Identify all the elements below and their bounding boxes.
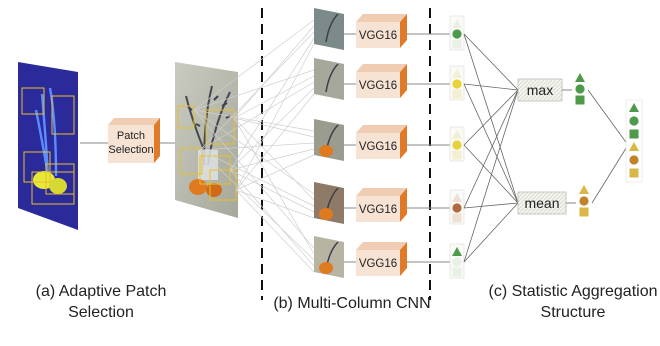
caption-a-line2: Selection <box>68 304 134 321</box>
fan-line <box>229 87 315 171</box>
max-square-icon <box>575 95 585 105</box>
final-square-icon <box>629 129 639 139</box>
aggregation-line <box>463 83 519 91</box>
vgg16-label: VGG16 <box>359 30 397 42</box>
fan-line <box>233 25 315 119</box>
feature-circle-icon <box>452 203 462 213</box>
caption-c-line2: Structure <box>540 304 606 321</box>
vgg16-label: VGG16 <box>359 204 397 216</box>
mean-label: mean <box>524 195 559 211</box>
feature-triangle-icon <box>452 193 462 202</box>
fan-line <box>193 109 315 132</box>
aggregation-line <box>463 89 519 146</box>
patch-fruit <box>319 145 333 157</box>
caption-a-line1: (a) Adaptive Patch <box>35 283 167 300</box>
vgg16-box: VGG16 <box>356 125 407 159</box>
vgg16-box: VGG16 <box>356 242 407 276</box>
final-circle-icon <box>629 116 639 126</box>
feature-square-icon <box>452 39 462 49</box>
feature-triangle-icon <box>452 69 462 78</box>
saliency-map-thumbnail <box>18 62 78 230</box>
patch-detail <box>325 13 339 43</box>
patch-selection-box: Patch Selection <box>108 118 160 163</box>
caption-multi-column-cnn: (b) Multi-Column CNN <box>262 293 442 314</box>
final-circle-icon <box>629 155 639 165</box>
vgg16-box: VGG16 <box>356 64 407 98</box>
fan-line <box>199 142 315 151</box>
aggregation-line <box>463 33 519 204</box>
vgg16-label: VGG16 <box>359 258 397 270</box>
fan-line <box>199 149 315 261</box>
aggregated-features <box>562 73 643 217</box>
final-triangle-icon <box>629 103 639 112</box>
mean-box: mean <box>517 191 567 215</box>
feature-square-icon <box>452 267 462 277</box>
caption-c-line1: (c) Statistic Aggregation <box>488 283 658 300</box>
fan-line <box>199 31 315 151</box>
feature-circle-icon <box>452 257 462 267</box>
aggregation-line <box>463 89 519 209</box>
patch-detail <box>325 63 339 93</box>
fan-line <box>193 19 315 111</box>
vgg16-label: VGG16 <box>359 141 397 153</box>
feature-circle-icon <box>452 79 462 89</box>
max-box: max <box>517 78 563 102</box>
fan-line <box>193 109 315 249</box>
fan-line <box>235 189 315 273</box>
patch-selection-label-1: Patch <box>117 130 145 142</box>
fan-line <box>235 43 315 191</box>
feature-triangle-icon <box>452 19 462 28</box>
fan-line <box>229 148 315 171</box>
fan-line <box>233 75 315 119</box>
feature-triangle-icon <box>452 247 462 256</box>
feature-square-icon <box>452 89 462 99</box>
patch-fan-lines <box>193 19 315 273</box>
caption-adaptive-patch-selection: (a) Adaptive Patch Selection <box>6 281 196 323</box>
aggregation-line <box>463 83 519 204</box>
mean-triangle-icon <box>579 185 589 194</box>
patch-fruit <box>319 208 333 220</box>
feature-circle-icon <box>452 29 462 39</box>
fan-line <box>235 154 315 191</box>
mean-circle-icon <box>579 196 589 206</box>
patch-fruit <box>319 262 333 274</box>
aggregation-line <box>463 33 519 91</box>
max-triangle-icon <box>575 73 585 82</box>
concat-line <box>591 144 629 204</box>
vgg16-box: VGG16 <box>356 14 407 48</box>
feature-triangle-icon <box>452 130 462 139</box>
fan-line <box>199 149 315 207</box>
feature-square-icon <box>452 150 462 160</box>
final-square-icon <box>629 168 639 178</box>
max-label: max <box>527 82 553 98</box>
fan-line <box>229 37 315 171</box>
caption-statistic-aggregation: (c) Statistic Aggregation Structure <box>478 281 660 323</box>
fan-line <box>233 117 315 201</box>
fan-line <box>233 117 315 138</box>
fan-line <box>193 69 315 111</box>
aggregation-line <box>463 202 519 263</box>
fan-line <box>235 189 315 219</box>
aggregation-line <box>463 202 519 209</box>
aggregation-line <box>463 89 519 263</box>
vgg16-label: VGG16 <box>359 80 397 92</box>
fan-line <box>233 117 315 255</box>
fan-line <box>229 169 315 267</box>
final-triangle-icon <box>629 142 639 151</box>
aggregation-lines <box>463 33 519 263</box>
feature-square-icon <box>452 213 462 223</box>
feature-circle-icon <box>452 140 462 150</box>
fan-line <box>229 169 315 213</box>
vgg16-box: VGG16 <box>356 188 407 222</box>
input-photo <box>175 62 238 218</box>
patch-selection-label-2: Selection <box>108 144 153 156</box>
mean-square-icon <box>579 207 589 217</box>
aggregation-line <box>463 144 519 204</box>
caption-b: (b) Multi-Column CNN <box>273 295 431 312</box>
concat-line <box>587 89 629 146</box>
max-circle-icon <box>575 84 585 94</box>
